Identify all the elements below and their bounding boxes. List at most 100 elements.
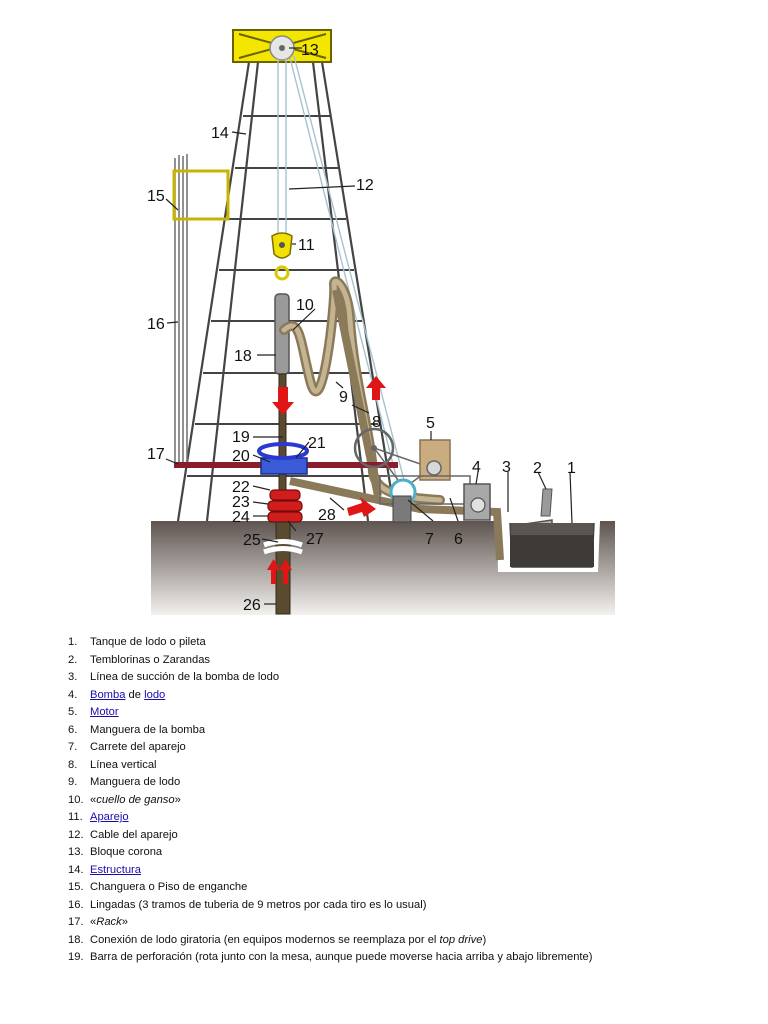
kelly-bushing [260,457,308,475]
drilling-line [277,55,405,485]
legend-link[interactable]: lodo [144,688,166,701]
legend-text: cuello de ganso [96,793,175,806]
legend-number: 12. [68,828,84,841]
legend-text: top drive [439,933,483,946]
legend-text: Manguera de lodo [90,776,181,788]
legend-item: 3. Línea de succión de la bomba de lodo [68,669,592,687]
callout-25: 25 [243,532,261,549]
callout-5: 5 [426,415,435,432]
legend-text: Línea de succión de la bomba de lodo [90,671,280,683]
monkey-board [172,169,230,221]
legend-item: 16. Lingadas (3 tramos de tuberia de 9 me… [68,897,592,915]
callout-3: 3 [502,459,511,476]
legend-number: 3. [68,671,78,683]
legend-number: 14. [68,863,84,876]
legend-item: 1. Tanque de lodo o pileta [68,634,592,652]
legend-link[interactable]: Motor [90,706,119,718]
callout-14: 14 [211,125,229,142]
callout-15: 15 [147,188,165,205]
travelling-block [271,232,293,281]
callout-26: 26 [243,597,261,614]
legend-text: « [90,793,97,806]
legend-item: 5. Motor [68,704,592,722]
callout-27: 27 [306,531,324,548]
callout-4: 4 [472,459,481,476]
flow-arrows [267,376,386,584]
drawworks-drum [353,427,395,469]
legend-item: 15. Changuera o Piso de enganche [68,879,592,897]
legend-text: » [121,916,128,928]
legend-number: 11. [68,811,83,823]
callout-8: 8 [372,414,381,431]
legend-text: Manguera de la bomba [90,723,206,736]
legend-number: 4. [68,688,78,701]
callout-20: 20 [232,448,250,465]
return-line [289,477,504,561]
callout-10: 10 [296,297,314,314]
legend-text: de [125,688,145,701]
legend-number: 16. [68,898,84,911]
leader-lines [165,47,573,605]
callout-28: 28 [318,507,336,524]
legend-item: 6.Manguera de la bomba [68,722,592,740]
legend-text: « [90,916,97,928]
legend-item: 10. «cuello de ganso» [68,792,592,810]
legend-text: Conexión de lodo giratoria (en equipos m… [90,933,440,946]
legend-number: 17. [68,916,84,928]
callout-12: 12 [356,177,374,194]
legend-item: 14. Estructura [68,862,592,880]
legend-item: 4. Bomba de lodo [68,687,592,705]
legend-item: 13. Bloque corona [68,844,592,862]
legend-number: 10. [68,793,84,806]
legend-item: 19. Barra de perforación (rota junto con … [68,949,592,967]
rotation-arrow [257,442,309,460]
legend-text: Barra de perforación (rota junto con la … [90,951,593,963]
legend-number: 15. [68,881,84,893]
legend-text: Temblorinas o Zarandas [90,653,211,666]
pipe-stands [174,154,188,466]
legend-item: 9. Manguera de lodo [68,774,592,792]
legend-text: Cable del aparejo [90,828,178,841]
legend-item: 8. Línea vertical [68,757,592,775]
blowout-preventer [267,489,303,523]
callout-7: 7 [425,531,434,548]
legend-link[interactable]: Estructura [90,863,141,876]
legend-item: 11. Aparejo [68,809,592,827]
callout-21: 21 [308,435,326,452]
standpipe [332,289,382,497]
legend-number: 19. [68,951,84,963]
legend-text: Rack [96,916,122,928]
legend-item: 17. «Rack» [68,914,592,932]
legend-link[interactable]: Bomba [90,688,126,701]
legend-text: Línea vertical [90,758,157,771]
callout-6: 6 [454,531,463,548]
callout-1: 1 [567,460,576,477]
callout-24: 24 [232,509,250,526]
legend-text: Lingadas (3 tramos de tuberia de 9 metro… [90,898,427,911]
callout-13: 13 [301,42,319,59]
legend-number: 18. [68,933,84,946]
legend-text: Changuera o Piso de enganche [90,881,248,893]
drilling-rig-diagram: 1 2 3 4 5 6 7 8 9 10 11 12 13 14 15 16 1… [147,29,615,615]
legend-number: 8. [68,758,78,771]
legend-text: Carrete del aparejo [90,741,186,753]
legend-text: Tanque de lodo o pileta [90,636,206,648]
legend-number: 1. [68,636,78,648]
callout-19: 19 [232,429,250,446]
legend-item: 2.Temblorinas o Zarandas [68,652,592,670]
callout-labels: 1 2 3 4 5 6 7 8 9 10 11 12 13 14 15 16 1… [147,42,576,614]
legend-number: 13. [68,846,84,858]
callout-23: 23 [232,494,250,511]
callout-22: 22 [232,479,250,496]
callout-16: 16 [147,316,165,333]
legend-text: » [174,793,181,806]
callout-9: 9 [339,389,348,406]
legend-link[interactable]: Aparejo [90,811,129,823]
legend-item: 18. Conexión de lodo giratoria (en equipo… [68,932,592,950]
legend-text: Bloque corona [90,846,163,858]
legend-item: 12. Cable del aparejo [68,827,592,845]
legend-number: 9. [68,776,78,788]
legend-number: 5. [68,706,78,718]
legend-item: 7.Carrete del aparejo [68,739,592,757]
legend-text: ) [482,933,487,946]
